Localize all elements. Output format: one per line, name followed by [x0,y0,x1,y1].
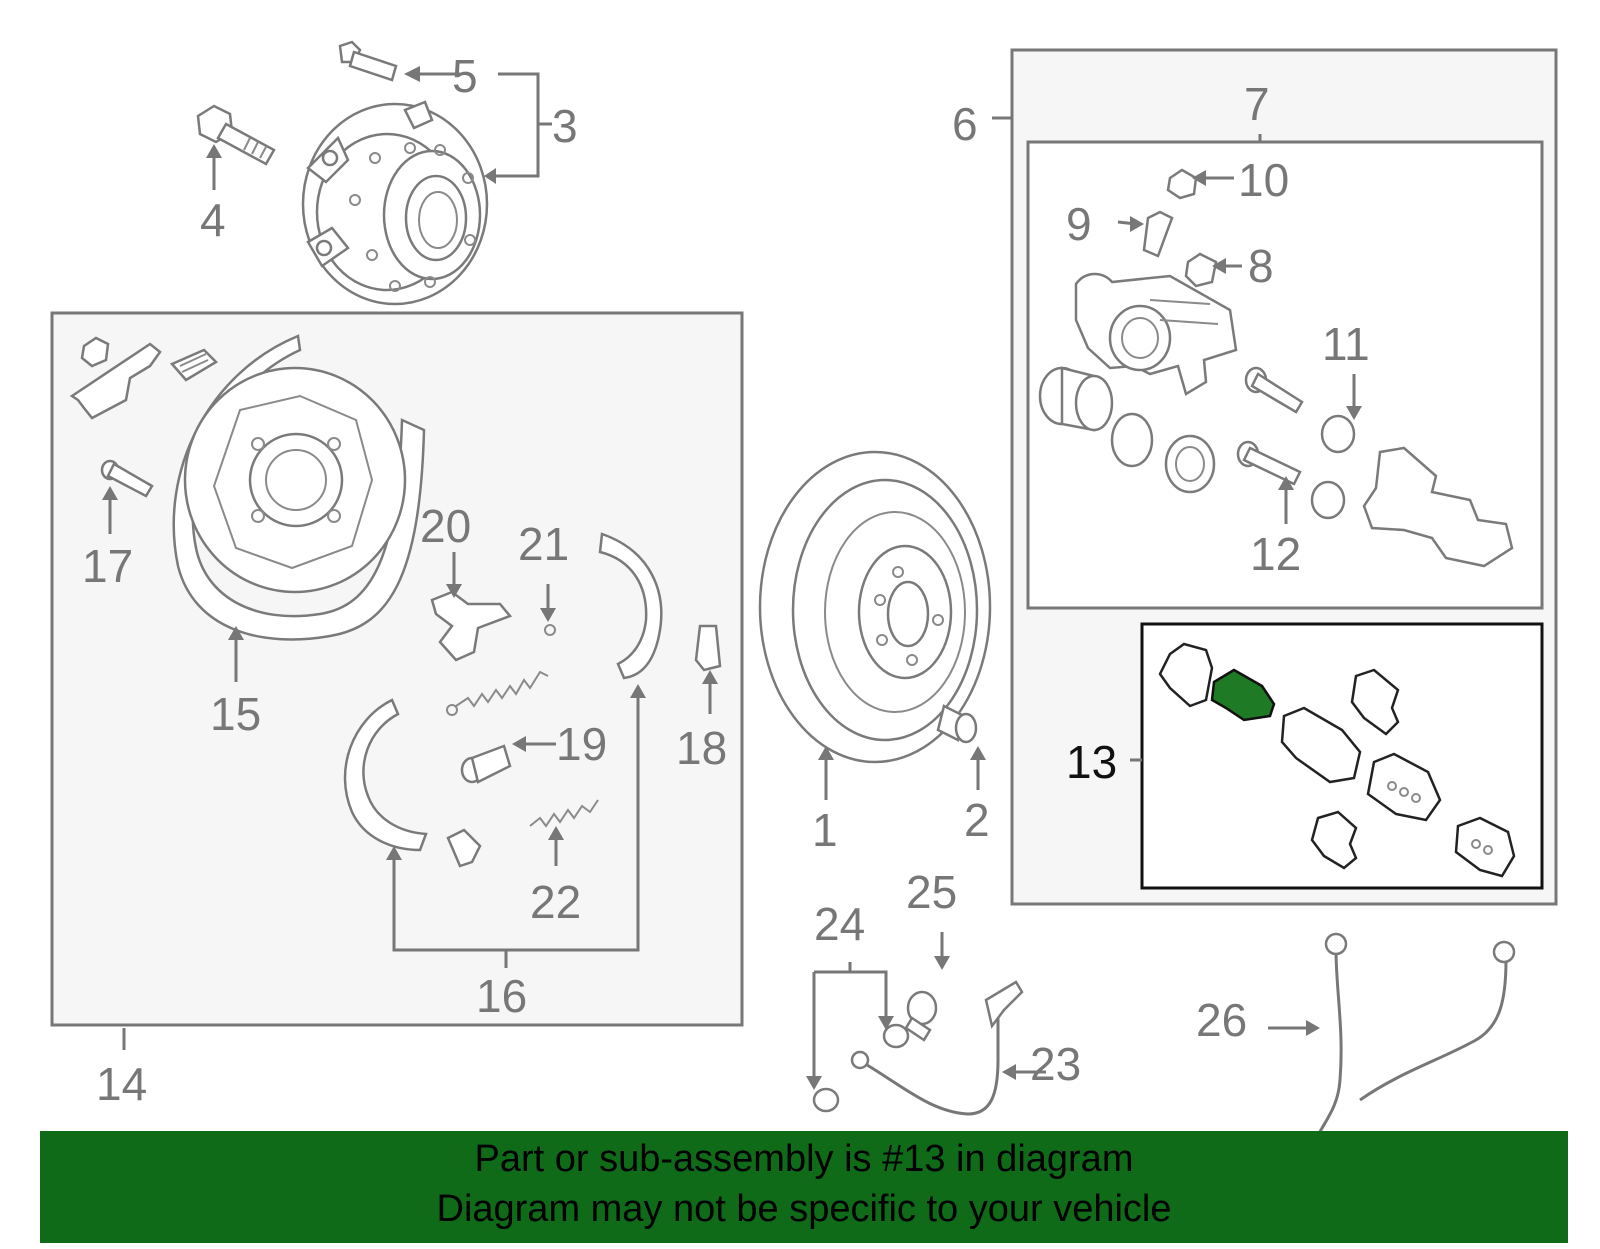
callout-5: 5 [452,50,478,102]
callout-16: 16 [476,970,527,1022]
shoe-clip [446,828,482,868]
callout-18: 18 [676,722,727,774]
callout-10: 10 [1238,154,1289,206]
caliper-housing [1074,272,1238,396]
callout-21: 21 [518,518,569,570]
hub-bearing [301,100,489,306]
callout-8: 8 [1248,240,1274,292]
caliper-piston [1038,366,1114,432]
washer-2 [812,1087,840,1113]
adjuster-spring [455,670,549,708]
callout-26: 26 [1196,994,1247,1046]
shim-hole [1411,793,1421,803]
callout-4: 4 [200,194,226,246]
small-bolt [338,40,398,82]
shim-hole [1387,781,1397,791]
info-banner: Part or sub-assembly is #13 in diagram D… [40,1131,1568,1243]
washer-1 [882,1023,910,1049]
connector-end [1492,940,1516,964]
pin-bushing-upper [1320,414,1356,454]
shoe-pin [694,624,722,672]
bleeder-cap [1166,168,1198,200]
backing-plate-hardware [69,336,219,420]
callout-13: 13 [1066,736,1117,788]
brake-hose [861,1010,1000,1116]
pad-clip-lower [1310,810,1358,870]
banjo-bolt [904,990,938,1042]
caliper-bracket [1362,446,1514,568]
spring-hook [544,624,556,636]
callout-19: 19 [556,718,607,770]
callout-1: 1 [812,804,838,856]
banner-line-2: Diagram may not be specific to your vehi… [436,1188,1172,1230]
shim-hole [1471,839,1481,849]
callout-7: 7 [1244,78,1270,130]
callout-6: 6 [952,98,978,150]
callout-14: 14 [96,1058,147,1110]
arrowheads [102,66,1362,1090]
callout-24: 24 [814,898,865,950]
callout-2: 2 [964,794,990,846]
plate-bolt [100,459,154,498]
dust-boot-inner [1175,446,1205,482]
pin-bushing-lower [1310,480,1346,520]
callout-11: 11 [1322,318,1370,370]
brake-rotor [758,450,992,764]
callout-20: 20 [420,500,471,552]
shim-hole [1483,845,1493,855]
hub-bolt [196,104,276,166]
bleeder-screw [1142,210,1174,258]
guide-pin-boot [1184,252,1218,288]
backing-plate [172,334,426,641]
callout-23: 23 [1030,1038,1081,1090]
dust-boot [1164,434,1216,494]
adjuster-screw [460,744,512,784]
abs-wheel-sensor [1314,949,1343,1141]
callout-9: 9 [1066,198,1092,250]
callout-25: 25 [906,866,957,918]
callout-3: 3 [552,100,578,152]
callout-17: 17 [82,540,133,592]
callout-22: 22 [530,876,581,928]
callout-15: 15 [210,688,261,740]
pad-shim-outer [1158,642,1214,708]
guide-pin-lower [1236,440,1302,486]
adjuster-bracket [430,590,513,662]
rotor-screw [936,704,978,744]
hose-eyelet [850,1050,870,1070]
shim-hole [1399,787,1409,797]
return-spring [529,799,599,828]
pad-clip-upper [1350,668,1400,736]
spring-hook [446,704,458,716]
connector-end [1324,932,1348,956]
banner-line-1: Part or sub-assembly is #13 in diagram [474,1138,1134,1180]
brake-pad-highlighted [1210,668,1276,722]
abs-sensor-harness [1359,959,1508,1102]
parking-brake-shoe-front [598,532,663,680]
piston-seal [1110,412,1154,468]
callout-12: 12 [1250,528,1301,580]
parking-brake-shoe-rear [343,698,428,852]
guide-pin-upper [1244,366,1304,414]
hose-bracket [984,980,1024,1029]
brake-pad-inner [1280,706,1362,784]
